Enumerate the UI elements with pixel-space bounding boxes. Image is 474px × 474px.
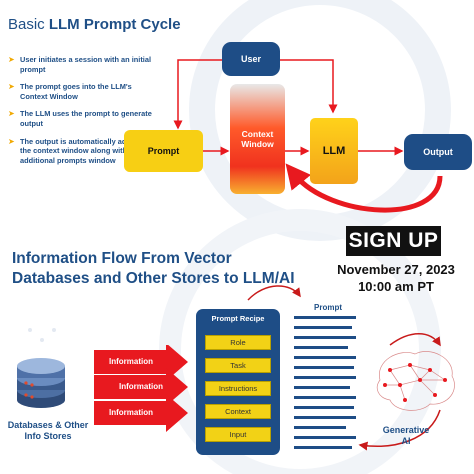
recipe-item-context: Context — [205, 404, 271, 419]
cycle-title-plain: Basic — [8, 16, 49, 33]
right-arrow-bullet-icon: ➤ — [8, 55, 15, 64]
cycle-title: Basic LLM Prompt Cycle — [8, 16, 181, 33]
prompt-node-label: Prompt — [147, 146, 180, 156]
information-arrows — [94, 345, 188, 432]
brain-network-icon — [376, 351, 455, 411]
prompt-recipe-title: Prompt Recipe — [211, 314, 265, 323]
right-arrow-bullet-icon: ➤ — [8, 82, 15, 92]
user-node-label: User — [240, 54, 261, 64]
recipe-item-role: Role — [205, 335, 271, 350]
information-arrow-1 — [94, 345, 188, 381]
recipe-item-input: Input — [205, 427, 271, 442]
llm-node-label: LLM — [322, 145, 346, 157]
prompt-recipe-panel: Prompt Recipe Role Task Instructions Con… — [196, 309, 280, 455]
database-stack-icon — [17, 358, 65, 408]
right-arrow-bullet-icon: ➤ — [8, 109, 15, 119]
information-arrow-3 — [94, 394, 188, 432]
ai-return-arrow — [358, 409, 441, 451]
flow-title: Information Flow From Vector Databases a… — [12, 250, 295, 287]
event-datetime: November 27, 2023 10:00 am PT — [326, 261, 466, 295]
output-to-context-feedback-arrow — [285, 163, 443, 213]
cycle-step: ➤ User initiates a session with an initia… — [8, 55, 153, 74]
sign-up-label: SIGN UP — [348, 229, 439, 252]
prompt-doc-label: Prompt — [314, 303, 342, 312]
llm-node: LLM — [310, 118, 358, 184]
information-arrow-label: Information — [109, 408, 153, 417]
cycle-step-text: The output is automatically added to the… — [20, 136, 149, 165]
cycle-step-text: The LLM uses the prompt to generate outp… — [20, 109, 152, 128]
user-node: User — [222, 42, 280, 76]
information-arrow-2 — [94, 368, 188, 406]
information-arrow-label: Information — [109, 357, 153, 366]
cycle-step-text: The prompt goes into the LLM's Context W… — [20, 82, 132, 101]
cycle-steps-list: ➤ User initiates a session with an initia… — [8, 55, 153, 173]
context-window-node: Context Window — [230, 84, 285, 194]
output-node-label: Output — [423, 147, 453, 157]
generative-ai-label: Generative AI — [382, 425, 430, 446]
event-date: November 27, 2023 — [337, 262, 455, 277]
cycle-step-text: User initiates a session with an initial… — [20, 55, 152, 74]
right-arrow-bullet-icon: ➤ — [8, 136, 15, 146]
cycle-step: ➤ The output is automatically added to th… — [8, 137, 153, 166]
document-lines-icon — [294, 316, 356, 449]
sign-up-button[interactable]: SIGN UP — [346, 226, 441, 256]
output-node: Output — [404, 134, 472, 170]
user-to-llm-connector — [280, 59, 338, 114]
cycle-title-bold: LLM Prompt Cycle — [48, 16, 181, 33]
user-to-prompt-connector — [173, 59, 222, 130]
cycle-step: ➤ The prompt goes into the LLM's Context … — [8, 82, 153, 101]
information-arrow-label: Information — [119, 382, 163, 391]
prompt-node: Prompt — [124, 130, 203, 172]
context-window-node-label: Context Window — [241, 129, 274, 149]
recipe-to-prompt-arrow — [247, 285, 301, 301]
cycle-step: ➤ The LLM uses the prompt to generate out… — [8, 109, 153, 128]
event-time: 10:00 am PT — [358, 279, 434, 294]
recipe-item-task: Task — [205, 358, 271, 373]
prompt-to-ai-arrow — [389, 333, 441, 347]
recipe-item-instructions: Instructions — [205, 381, 271, 396]
db-label: Databases & Other Info Stores — [7, 420, 89, 441]
